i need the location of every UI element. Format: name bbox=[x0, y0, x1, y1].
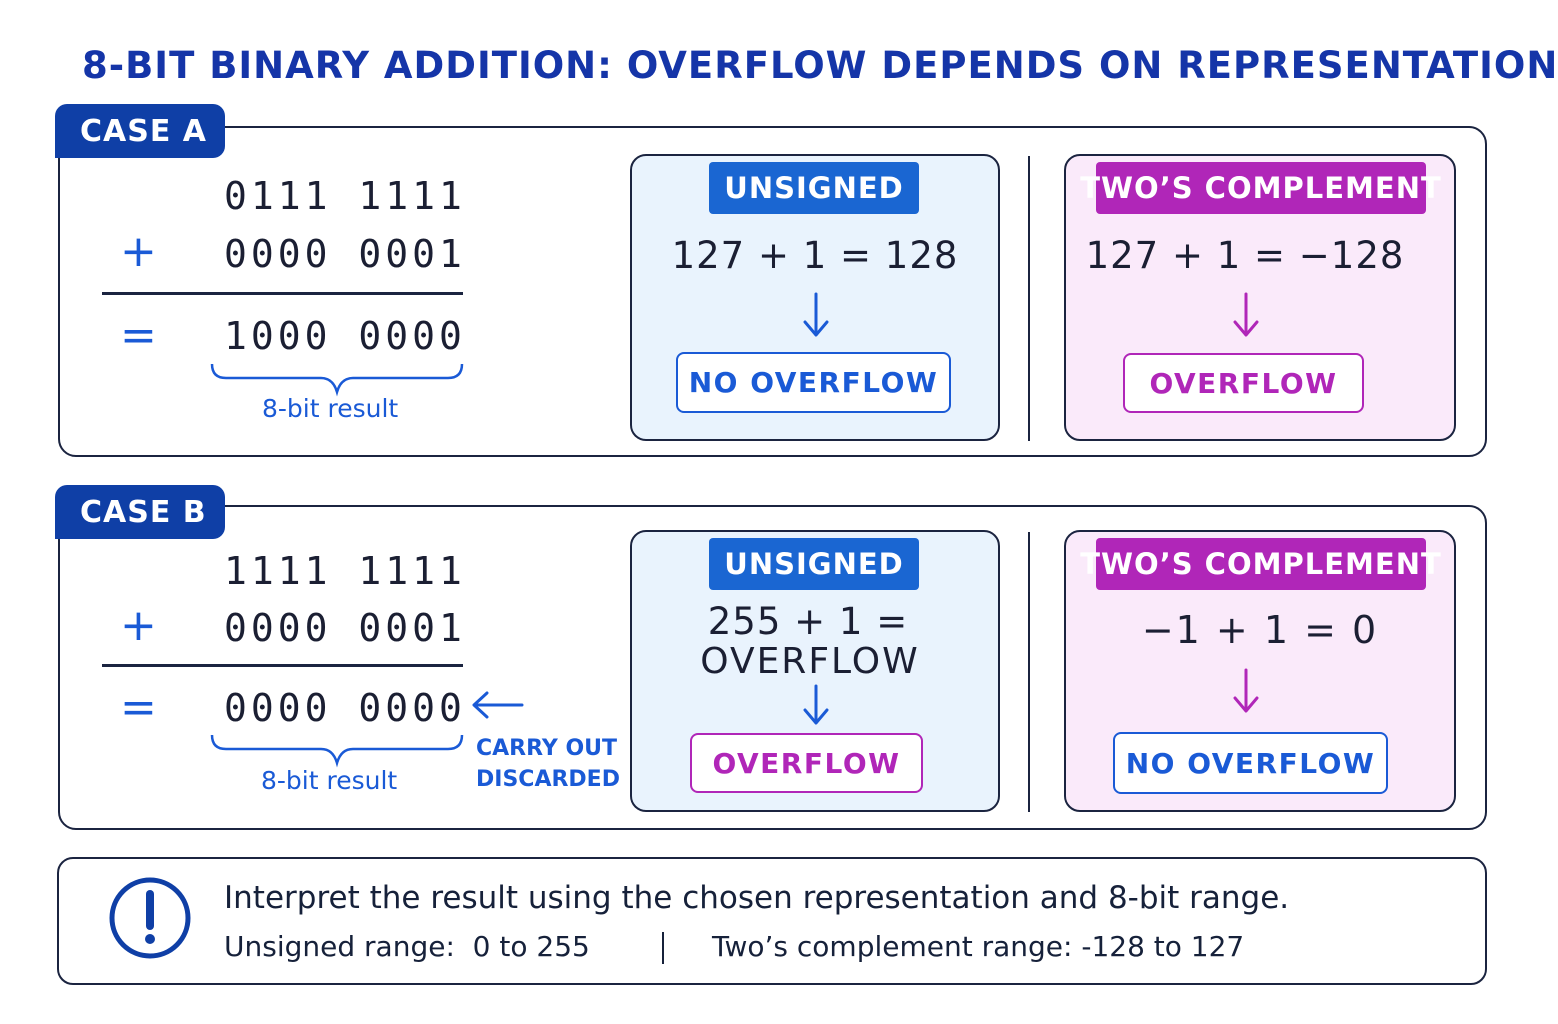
case-a-twos-down-arrow-icon bbox=[1233, 292, 1259, 337]
note-separator bbox=[662, 932, 664, 964]
case-b-twos-equation: −1 + 1 = 0 bbox=[1141, 608, 1379, 652]
case-a-divider bbox=[1028, 156, 1030, 441]
case-a-sum-line bbox=[102, 292, 463, 295]
case-b-twos-verdict: NO OVERFLOW bbox=[1113, 732, 1388, 794]
case-a-equals-sign: = bbox=[120, 310, 157, 361]
carry-out-note: CARRY OUT DISCARDED bbox=[476, 733, 620, 795]
carry-out-arrow-icon bbox=[472, 691, 524, 719]
case-b-result: 0000 0000 bbox=[224, 686, 466, 730]
case-b-operand-2: 0000 0001 bbox=[224, 606, 466, 650]
carry-out-note-line-2: DISCARDED bbox=[476, 767, 620, 792]
case-a-plus-sign: + bbox=[120, 226, 157, 277]
case-b-plus-sign: + bbox=[120, 600, 157, 651]
case-a-unsigned-down-arrow-icon bbox=[803, 292, 829, 337]
case-b-equals-sign: = bbox=[120, 682, 157, 733]
case-a-tag: CASE A bbox=[55, 104, 225, 158]
case-b-tag: CASE B bbox=[55, 485, 225, 539]
case-a-operand-1: 0111 1111 bbox=[224, 174, 466, 218]
case-a-twos-badge: TWO’S COMPLEMENT bbox=[1080, 162, 1441, 214]
case-a-brace-icon bbox=[210, 363, 464, 397]
case-a-unsigned-equation: 127 + 1 = 128 bbox=[671, 234, 959, 277]
case-a-brace-label: 8-bit result bbox=[262, 394, 399, 423]
case-b-divider bbox=[1028, 532, 1030, 812]
note-main-text: Interpret the result using the chosen re… bbox=[224, 880, 1290, 916]
case-a-unsigned-badge: UNSIGNED bbox=[709, 162, 919, 214]
note-unsigned-range: Unsigned range: 0 to 255 bbox=[224, 930, 590, 963]
case-b-unsigned-verdict: OVERFLOW bbox=[690, 733, 923, 793]
case-b-unsigned-badge: UNSIGNED bbox=[709, 538, 919, 590]
case-b-sum-line bbox=[102, 664, 463, 667]
case-b-brace-label: 8-bit result bbox=[261, 766, 398, 795]
case-b-brace-icon bbox=[210, 734, 464, 768]
case-a-operand-2: 0000 0001 bbox=[224, 232, 466, 276]
case-a-unsigned-verdict: NO OVERFLOW bbox=[676, 352, 951, 413]
exclamation-circle-icon bbox=[109, 877, 191, 959]
case-a-result: 1000 0000 bbox=[224, 314, 466, 358]
case-b-twos-down-arrow-icon bbox=[1233, 668, 1259, 713]
case-b-unsigned-equation-line-2: OVERFLOW bbox=[700, 641, 920, 682]
note-box bbox=[57, 857, 1487, 985]
case-b-twos-badge: TWO’S COMPLEMENT bbox=[1080, 538, 1441, 590]
case-b-operand-1: 1111 1111 bbox=[224, 549, 466, 593]
case-a-twos-verdict: OVERFLOW bbox=[1123, 353, 1364, 413]
page-title: 8-BIT BINARY ADDITION: OVERFLOW DEPENDS … bbox=[82, 44, 1558, 87]
carry-out-note-line-1: CARRY OUT bbox=[476, 736, 618, 761]
case-b-unsigned-down-arrow-icon bbox=[803, 684, 829, 725]
note-twos-range: Two’s complement range: -128 to 127 bbox=[712, 930, 1245, 963]
case-a-twos-equation: 127 + 1 = −128 bbox=[1085, 234, 1405, 277]
case-b-unsigned-equation-line-1: 255 + 1 = bbox=[707, 600, 909, 643]
